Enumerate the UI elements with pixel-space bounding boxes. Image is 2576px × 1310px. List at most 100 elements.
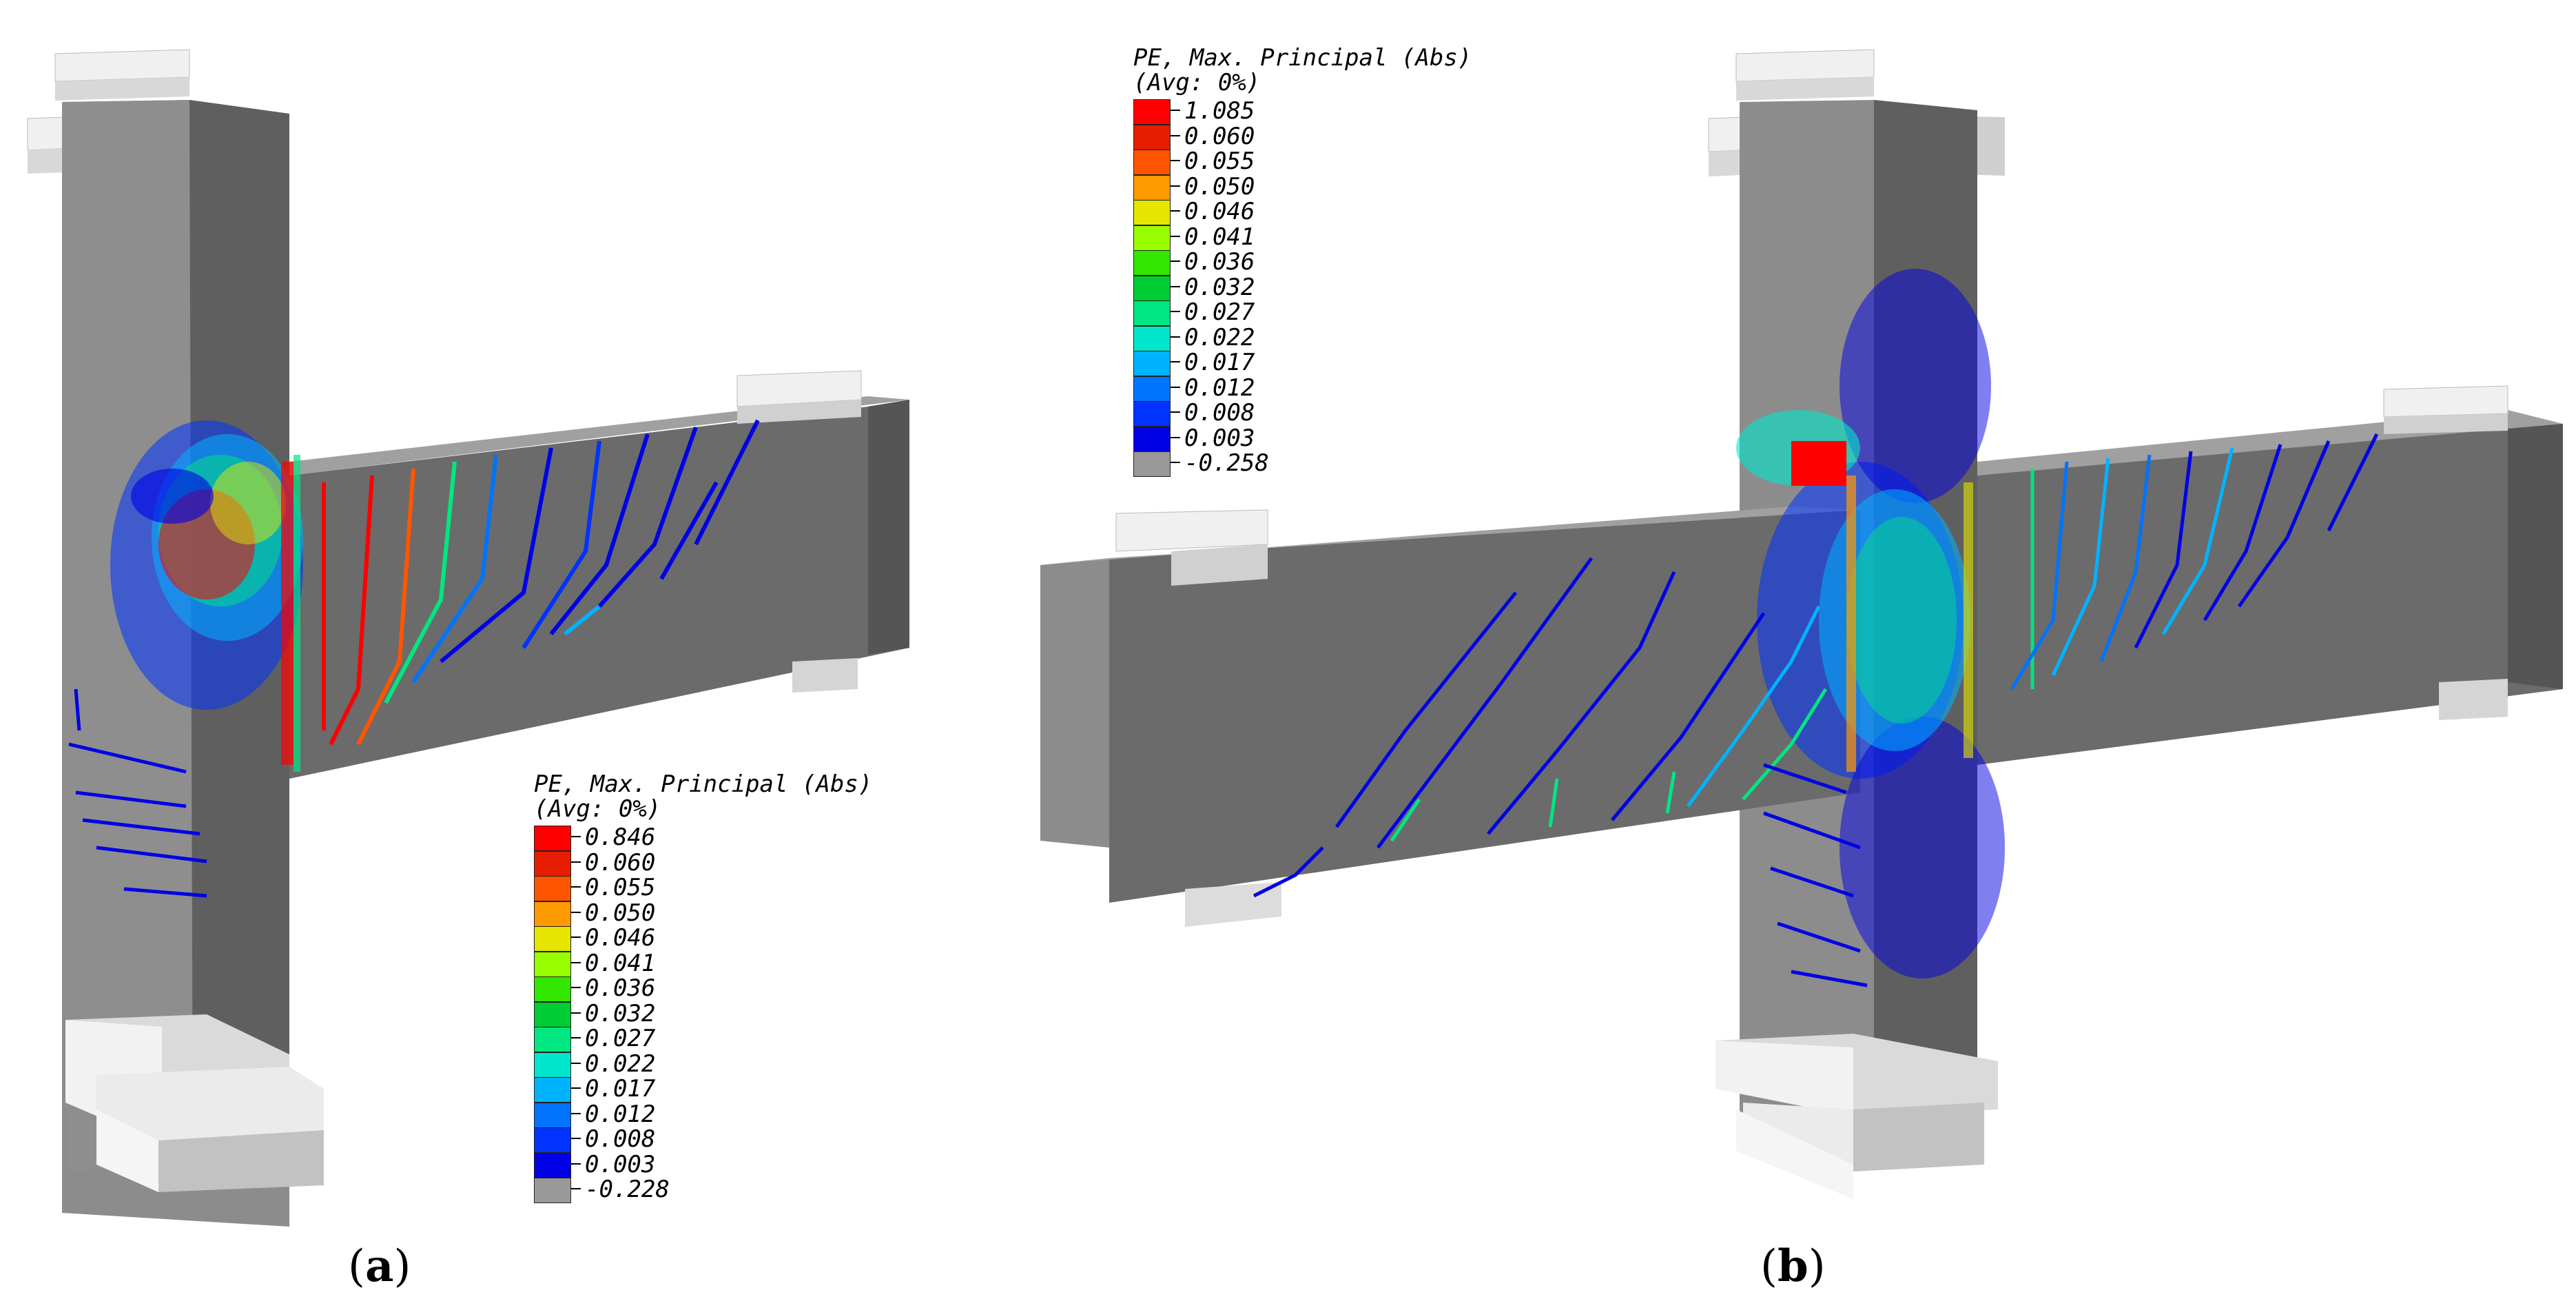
legend-value-b-12: 0.008 bbox=[1184, 399, 1255, 427]
panel-label-a-close: ) bbox=[393, 1241, 411, 1292]
legend-swatch-b-11 bbox=[1133, 376, 1171, 402]
panel-label-a-open: ( bbox=[348, 1241, 365, 1292]
legend-value-b-5: 0.041 bbox=[1184, 223, 1255, 251]
legend-tick-a-10 bbox=[571, 1087, 581, 1089]
legend-swatch-b-10 bbox=[1133, 351, 1171, 376]
legend-tick-a-9 bbox=[571, 1062, 581, 1064]
legend-value-a-6: 0.036 bbox=[585, 974, 656, 1002]
legend-swatch-a-1 bbox=[534, 850, 571, 877]
legend-tick-b-4 bbox=[1171, 210, 1180, 212]
column-cracks-a bbox=[68, 688, 207, 898]
legend-value-b-13: 0.003 bbox=[1184, 424, 1255, 452]
legend-tick-b-1 bbox=[1171, 134, 1180, 136]
legend-swatch-a-7 bbox=[534, 1001, 571, 1027]
panel-label-b-letter: b bbox=[1777, 1240, 1809, 1292]
legend-swatch-a-11 bbox=[534, 1102, 571, 1128]
legend-swatch-b-0 bbox=[1133, 99, 1171, 125]
legend-value-a-12: 0.008 bbox=[585, 1125, 656, 1153]
legend-a: PE, Max. Principal (Abs) (Avg: 0%) 0.846… bbox=[534, 772, 872, 1217]
legend-value-a-3: 0.050 bbox=[585, 899, 656, 927]
legend-swatch-b-12 bbox=[1133, 401, 1171, 427]
legend-swatch-a-10 bbox=[534, 1077, 571, 1103]
legend-swatch-b-5 bbox=[1133, 225, 1171, 251]
legend-swatch-b-6 bbox=[1133, 250, 1171, 276]
legend-b: PE, Max. Principal (Abs) (Avg: 0%) 1.085… bbox=[1133, 45, 1472, 491]
legend-value-a-1: 0.060 bbox=[585, 848, 656, 877]
legend-swatch-b-8 bbox=[1133, 300, 1171, 326]
legend-title-b: PE, Max. Principal (Abs) bbox=[1133, 44, 1472, 72]
legend-tick-b-14 bbox=[1171, 462, 1180, 463]
legend-swatch-a-5 bbox=[534, 951, 571, 977]
legend-swatch-a-9 bbox=[534, 1052, 571, 1078]
legend-swatch-a-2 bbox=[534, 876, 571, 901]
legend-value-a-9: 0.022 bbox=[585, 1050, 656, 1078]
beam-end-pads-b bbox=[1115, 385, 2508, 927]
panel-label-a-letter: a bbox=[364, 1240, 394, 1292]
legend-value-b-4: 0.046 bbox=[1184, 198, 1255, 225]
legend-value-a-13: 0.003 bbox=[585, 1150, 656, 1178]
legend-value-a-4: 0.046 bbox=[585, 924, 656, 952]
legend-swatch-a-0 bbox=[534, 826, 571, 851]
legend-value-a-2: 0.055 bbox=[585, 874, 656, 901]
legend-tick-b-5 bbox=[1171, 235, 1180, 237]
legend-tick-a-6 bbox=[571, 987, 581, 988]
legend-value-b-6: 0.036 bbox=[1184, 248, 1255, 276]
legend-value-a-5: 0.041 bbox=[585, 949, 656, 977]
legend-tick-a-14 bbox=[571, 1188, 581, 1189]
damage-contours-b bbox=[1736, 269, 2005, 979]
legend-tick-b-6 bbox=[1171, 260, 1180, 262]
beam-left-b bbox=[1040, 506, 1860, 903]
legend-tick-a-7 bbox=[571, 1012, 581, 1014]
legend-swatch-b-13 bbox=[1133, 426, 1171, 452]
interior-joint-model bbox=[1040, 49, 2563, 1199]
legend-swatch-b-14 bbox=[1133, 451, 1171, 477]
legend-value-a-11: 0.012 bbox=[585, 1100, 656, 1128]
legend-tick-b-9 bbox=[1171, 336, 1180, 338]
legend-avg-b: (Avg: 0%) bbox=[1133, 69, 1261, 96]
beam-right-cracks-b bbox=[2010, 433, 2379, 690]
beam-end-pads-a bbox=[736, 370, 862, 693]
legend-tick-a-1 bbox=[571, 861, 581, 863]
legend-swatch-b-4 bbox=[1133, 200, 1171, 225]
legend-tick-b-8 bbox=[1171, 311, 1180, 312]
legend-value-b-3: 0.050 bbox=[1184, 172, 1255, 201]
legend-value-b-10: 0.017 bbox=[1184, 349, 1255, 376]
legend-tick-b-10 bbox=[1171, 361, 1180, 362]
legend-swatch-a-8 bbox=[534, 1027, 571, 1052]
panel-label-b-close: ) bbox=[1808, 1241, 1826, 1292]
legend-tick-b-11 bbox=[1171, 386, 1180, 388]
panel-label-b-open: ( bbox=[1760, 1241, 1778, 1292]
legend-swatch-a-6 bbox=[534, 976, 571, 1002]
legend-value-b-0: 1.085 bbox=[1184, 97, 1255, 125]
legend-swatch-a-14 bbox=[534, 1178, 571, 1203]
legend-tick-b-0 bbox=[1171, 110, 1180, 111]
legend-avg-a: (Avg: 0%) bbox=[534, 795, 661, 823]
legend-value-a-7: 0.032 bbox=[585, 999, 656, 1027]
legend-tick-a-3 bbox=[571, 911, 581, 913]
legend-swatch-b-2 bbox=[1133, 150, 1171, 175]
legend-value-b-9: 0.022 bbox=[1184, 323, 1255, 351]
legend-tick-b-3 bbox=[1171, 185, 1180, 187]
legend-tick-a-8 bbox=[571, 1037, 581, 1038]
legend-tick-a-4 bbox=[571, 937, 581, 938]
legend-value-b-1: 0.060 bbox=[1184, 122, 1255, 150]
legend-tick-b-12 bbox=[1171, 411, 1180, 413]
beam-cracks-a bbox=[322, 419, 760, 746]
legend-tick-b-13 bbox=[1171, 436, 1180, 438]
legend-swatch-b-7 bbox=[1133, 275, 1171, 301]
legend-value-a-0: 0.846 bbox=[585, 823, 656, 851]
legend-swatch-b-3 bbox=[1133, 174, 1171, 201]
legend-value-a-14: -0.228 bbox=[585, 1176, 670, 1203]
legend-value-b-2: 0.055 bbox=[1184, 147, 1255, 175]
legend-swatch-b-9 bbox=[1133, 325, 1171, 351]
legend-value-b-11: 0.012 bbox=[1184, 373, 1255, 402]
legend-value-a-8: 0.027 bbox=[585, 1025, 656, 1052]
legend-swatch-b-1 bbox=[1133, 124, 1171, 150]
legend-swatch-a-12 bbox=[534, 1127, 571, 1153]
column-cracks-b bbox=[1763, 763, 1868, 987]
legend-value-b-8: 0.027 bbox=[1184, 298, 1255, 326]
damage-contours-a bbox=[110, 420, 303, 772]
column-bottom-pad-b bbox=[1715, 1034, 1998, 1199]
legend-swatch-a-3 bbox=[534, 901, 571, 927]
